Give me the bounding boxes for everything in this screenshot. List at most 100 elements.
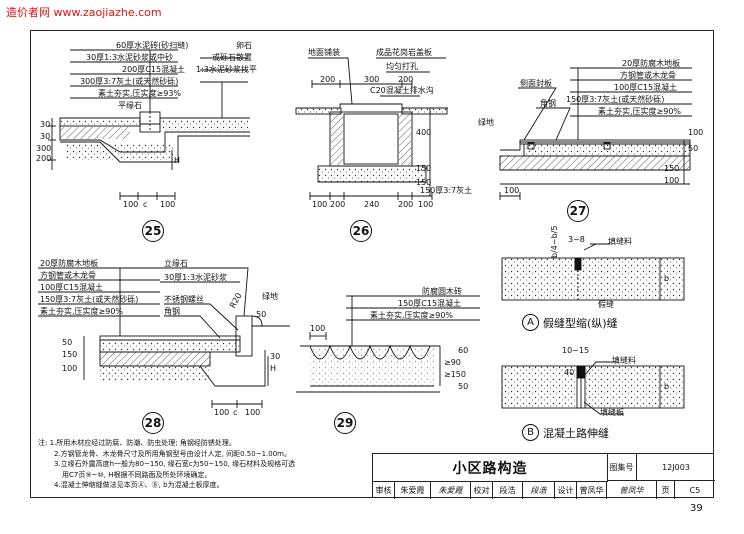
d25-layer-1: 60厚水泥砖(砂扫缝) bbox=[116, 41, 189, 50]
designer-signature: 曾凤华 bbox=[607, 481, 657, 499]
check-label: 校对 bbox=[471, 481, 493, 499]
dA-depth: b/4~b/5 bbox=[550, 225, 559, 258]
d28-dim-3: 100 bbox=[245, 408, 261, 417]
d27-dim-1: 100 bbox=[504, 186, 520, 195]
detail-29-drawing bbox=[296, 295, 480, 393]
note-4: 4.混凝土伸缩缝做法见本页Ⓐ、Ⓑ, b为混凝土板厚度。 bbox=[54, 481, 224, 489]
note-2: 2.方钢管龙骨、木龙骨尺寸及所用角钢型号由设计人定, 间距0.50~1.00m。 bbox=[54, 449, 291, 458]
d27-label-angle: 角钢 bbox=[540, 99, 556, 108]
d26-side-dim-2: 150 bbox=[416, 164, 432, 173]
note-3-cont: 用C7页⑨~⑩, H根据不同路面及所处环境确定。 bbox=[62, 470, 212, 479]
d25-right-2: 或砾石散置 bbox=[212, 53, 252, 62]
designer-name: 曾凤华 bbox=[577, 481, 607, 499]
d27-dim-4: 100 bbox=[664, 176, 680, 185]
detail-A-drawing bbox=[501, 243, 685, 301]
watermark-text: 造价者网 www.zaojiazhe.com bbox=[6, 6, 162, 19]
d25-dim-5: 300 bbox=[36, 144, 52, 153]
d29-dim-3: ≥150 bbox=[444, 370, 466, 379]
d29-dim-2: ≥90 bbox=[444, 358, 461, 367]
d29-dim-5: 50 bbox=[458, 382, 469, 391]
d26-label-base: 150厚3:7灰土 bbox=[420, 186, 473, 195]
d26-top-dim-2: 300 bbox=[364, 75, 380, 84]
detail-A-title: 假缝型缩(纵)缝 bbox=[543, 316, 618, 330]
d26-bottom-dim-4: 200 bbox=[398, 200, 414, 209]
d27-layer-5: 素土夯实,压实度≥90% bbox=[598, 107, 682, 116]
detail-B-letter: B bbox=[522, 424, 539, 441]
d25-right-1: 卵石 bbox=[236, 41, 252, 50]
d27-label-green: 绿地 bbox=[478, 118, 494, 127]
d25-dim-H: H bbox=[174, 156, 181, 165]
dA-b: b bbox=[664, 274, 670, 283]
d26-label-surface: 地面铺装 bbox=[308, 48, 340, 57]
d27-layer-4: 150厚3:7灰土(或天然砂砾) bbox=[566, 95, 665, 104]
dB-b: b bbox=[664, 382, 670, 391]
d26-top-dim-3: 200 bbox=[398, 75, 414, 84]
d26-side-dim-3: 150 bbox=[416, 178, 432, 187]
d28-dim-4: 50 bbox=[62, 338, 73, 347]
d28-layer-3: 100厚C15混凝土 bbox=[40, 283, 104, 292]
d27-layer-2: 方钢管或木龙骨 bbox=[620, 71, 676, 80]
d26-bottom-dim-3: 240 bbox=[364, 200, 380, 209]
checker-signature: 段浩 bbox=[523, 481, 555, 499]
d28-layer-2: 方钢管或木龙骨 bbox=[40, 271, 96, 280]
d25-layer-5: 素土夯实,压实度≥93% bbox=[98, 89, 182, 98]
detail-B-title: 混凝土路伸缝 bbox=[543, 426, 609, 440]
d25-dim-4: 30 bbox=[40, 120, 51, 129]
d28-label-mortar: 30厚1:3水泥砂浆 bbox=[164, 273, 228, 282]
checker-name: 段浩 bbox=[493, 481, 523, 499]
detail-25-number: 25 bbox=[142, 220, 164, 242]
detail-A-letter: A bbox=[522, 314, 539, 331]
d27-layer-1: 20厚防腐木地板 bbox=[622, 59, 681, 68]
d27-label-side: 侧面封板 bbox=[520, 79, 552, 88]
detail-28-number: 28 bbox=[142, 412, 164, 434]
d26-top-dim-1: 200 bbox=[320, 75, 336, 84]
d26-label-holes: 均匀打孔 bbox=[386, 62, 418, 71]
d28-dim-7: 50 bbox=[256, 310, 267, 319]
d27-layer-3: 100厚C15混凝土 bbox=[614, 83, 678, 92]
d25-layer-3: 200厚C15混凝土 bbox=[122, 65, 186, 74]
d25-dim-7: 30 bbox=[40, 132, 51, 141]
detail-A-caption: A 假缝型缩(纵)缝 bbox=[522, 314, 618, 331]
d26-bottom-dim-2: 200 bbox=[330, 200, 346, 209]
d28-layer-4: 150厚3:7灰土(或天然砂砾) bbox=[40, 295, 139, 304]
d25-layer-2: 30厚1:3水泥砂浆或中砂 bbox=[86, 53, 174, 62]
d26-bottom-dim-1: 100 bbox=[312, 200, 328, 209]
d26-label-cover: 成品花岗岩盖板 bbox=[376, 48, 432, 57]
d27-dim-3: 150 bbox=[664, 164, 680, 173]
d25-dim-2: c bbox=[143, 200, 148, 209]
detail-28-drawing bbox=[38, 267, 290, 408]
d27-dim-5: 100 bbox=[688, 128, 704, 137]
detail-26-drawing bbox=[295, 57, 448, 200]
d29-dim-4: 60 bbox=[458, 346, 469, 355]
drawing-title: 小区路构造 bbox=[373, 454, 608, 482]
d26-side-dim-1: 400 bbox=[416, 128, 432, 137]
dB-board: 填缝板 bbox=[600, 408, 624, 417]
note-3: 3.立缘石外露高度h一般为80~150, 缘石宽c为50~150, 缘石材料及规… bbox=[54, 460, 296, 468]
d25-curb-label: 平缘石 bbox=[118, 101, 142, 110]
notes-block: 注: 1.所用木材应经过防腐、防潮、防虫处理; 角钢经防锈处理。 2.方钢管龙骨… bbox=[38, 438, 295, 491]
d28-label-green: 绿地 bbox=[262, 292, 278, 301]
d29-layer-2: 150厚C15混凝土 bbox=[398, 299, 462, 308]
page-code: C5 bbox=[689, 485, 701, 495]
atlas-label: 图集号 bbox=[607, 454, 637, 481]
d28-dim-5: 150 bbox=[62, 350, 78, 359]
d29-dim-1: 100 bbox=[310, 324, 326, 333]
detail-26-number: 26 bbox=[350, 220, 372, 242]
dB-gap: 10~15 bbox=[562, 346, 590, 355]
d25-layer-4: 300厚3:7灰土(或天然砂砾) bbox=[80, 77, 179, 86]
note-1: 注: 1.所用木材应经过防腐、防潮、防虫处理; 角钢经防锈处理。 bbox=[38, 439, 236, 447]
atlas-number: 12J003 bbox=[637, 454, 715, 481]
dB-depth: 40 bbox=[564, 368, 575, 377]
d28-label-angle: 角钢 bbox=[164, 307, 180, 316]
d25-dim-3: 100 bbox=[160, 200, 176, 209]
d25-right-3: 1:3水泥砂浆找平 bbox=[196, 65, 257, 74]
reviewer-signature: 朱爱霞 bbox=[431, 481, 471, 499]
detail-B-drawing bbox=[501, 361, 685, 415]
dB-filler: 填缝料 bbox=[612, 356, 636, 365]
d29-layer-3: 素土夯实,压实度≥90% bbox=[370, 311, 454, 320]
d28-dim-H: H bbox=[270, 364, 277, 373]
design-label: 设计 bbox=[555, 481, 577, 499]
d28-dim-2: c bbox=[233, 408, 238, 417]
d28-label-curb: 立缘石 bbox=[164, 259, 188, 268]
